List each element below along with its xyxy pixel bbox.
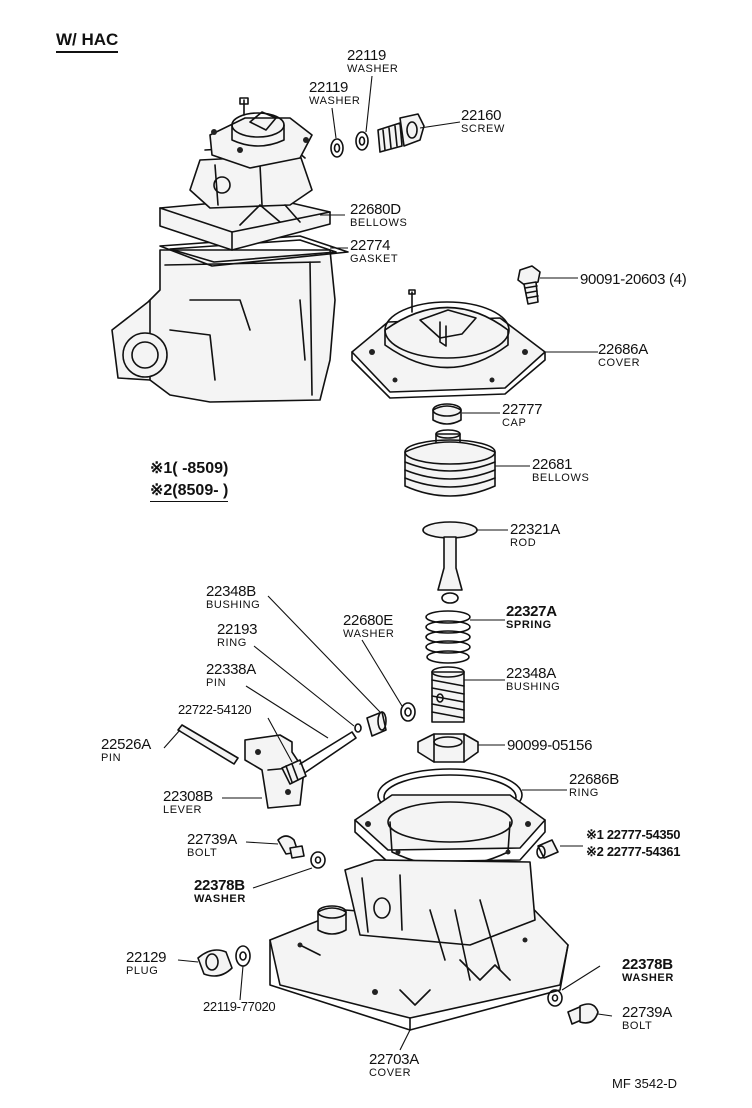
diagram-title: W/ HAC [56,30,119,53]
washer-22378B-left [310,851,326,869]
legend-line-1: ※1( -8509) [150,460,229,477]
part-label: ※2 22777-54361 [586,844,681,859]
bushing-22348A [431,666,465,723]
bellows-housing-22680D [159,97,331,251]
part-label: 22119-77020 [203,999,276,1014]
washer-22378B-right [547,989,563,1007]
lower-housing-flange [354,794,546,867]
washer-22119-77020 [235,945,251,967]
part-label: 22722-54120 [178,702,252,717]
ring-22193 [354,723,362,733]
cap-22777 [432,403,462,425]
screw-22160 [377,113,425,153]
washer-22119-a [330,138,344,158]
part-label: 90099-05156 [507,737,593,754]
rod-22321A [422,521,478,604]
bolt-90091-20603 [517,265,541,305]
plug-22129 [197,949,233,977]
part-label: 90091-20603 (4) [580,271,687,288]
legend-line-2: ※2(8509- ) [150,480,229,503]
cap-22777-54350 [536,839,559,859]
bolt-22739A-left [277,835,305,859]
bellows-22681 [404,429,496,497]
bushing-22348B [366,711,387,737]
bolt-22739A-right [567,1003,599,1025]
spring-22327A [425,610,471,664]
figure-code: MF 3542-D [612,1076,678,1091]
injection-pump-body [111,249,336,403]
washer-22680E [400,702,416,722]
adjust-screw-22722-54120 [281,731,357,785]
pin-22526A [177,724,239,765]
washer-22119-b [355,131,369,151]
cover-22686A [351,289,546,399]
date-legend: ※1( -8509) ※2(8509- ) [150,458,229,503]
cover-22703A [269,859,569,1031]
leader-lines [163,75,613,1051]
part-label: ※1 22777-54350 [586,827,681,842]
nut-90099-05156 [417,733,479,763]
